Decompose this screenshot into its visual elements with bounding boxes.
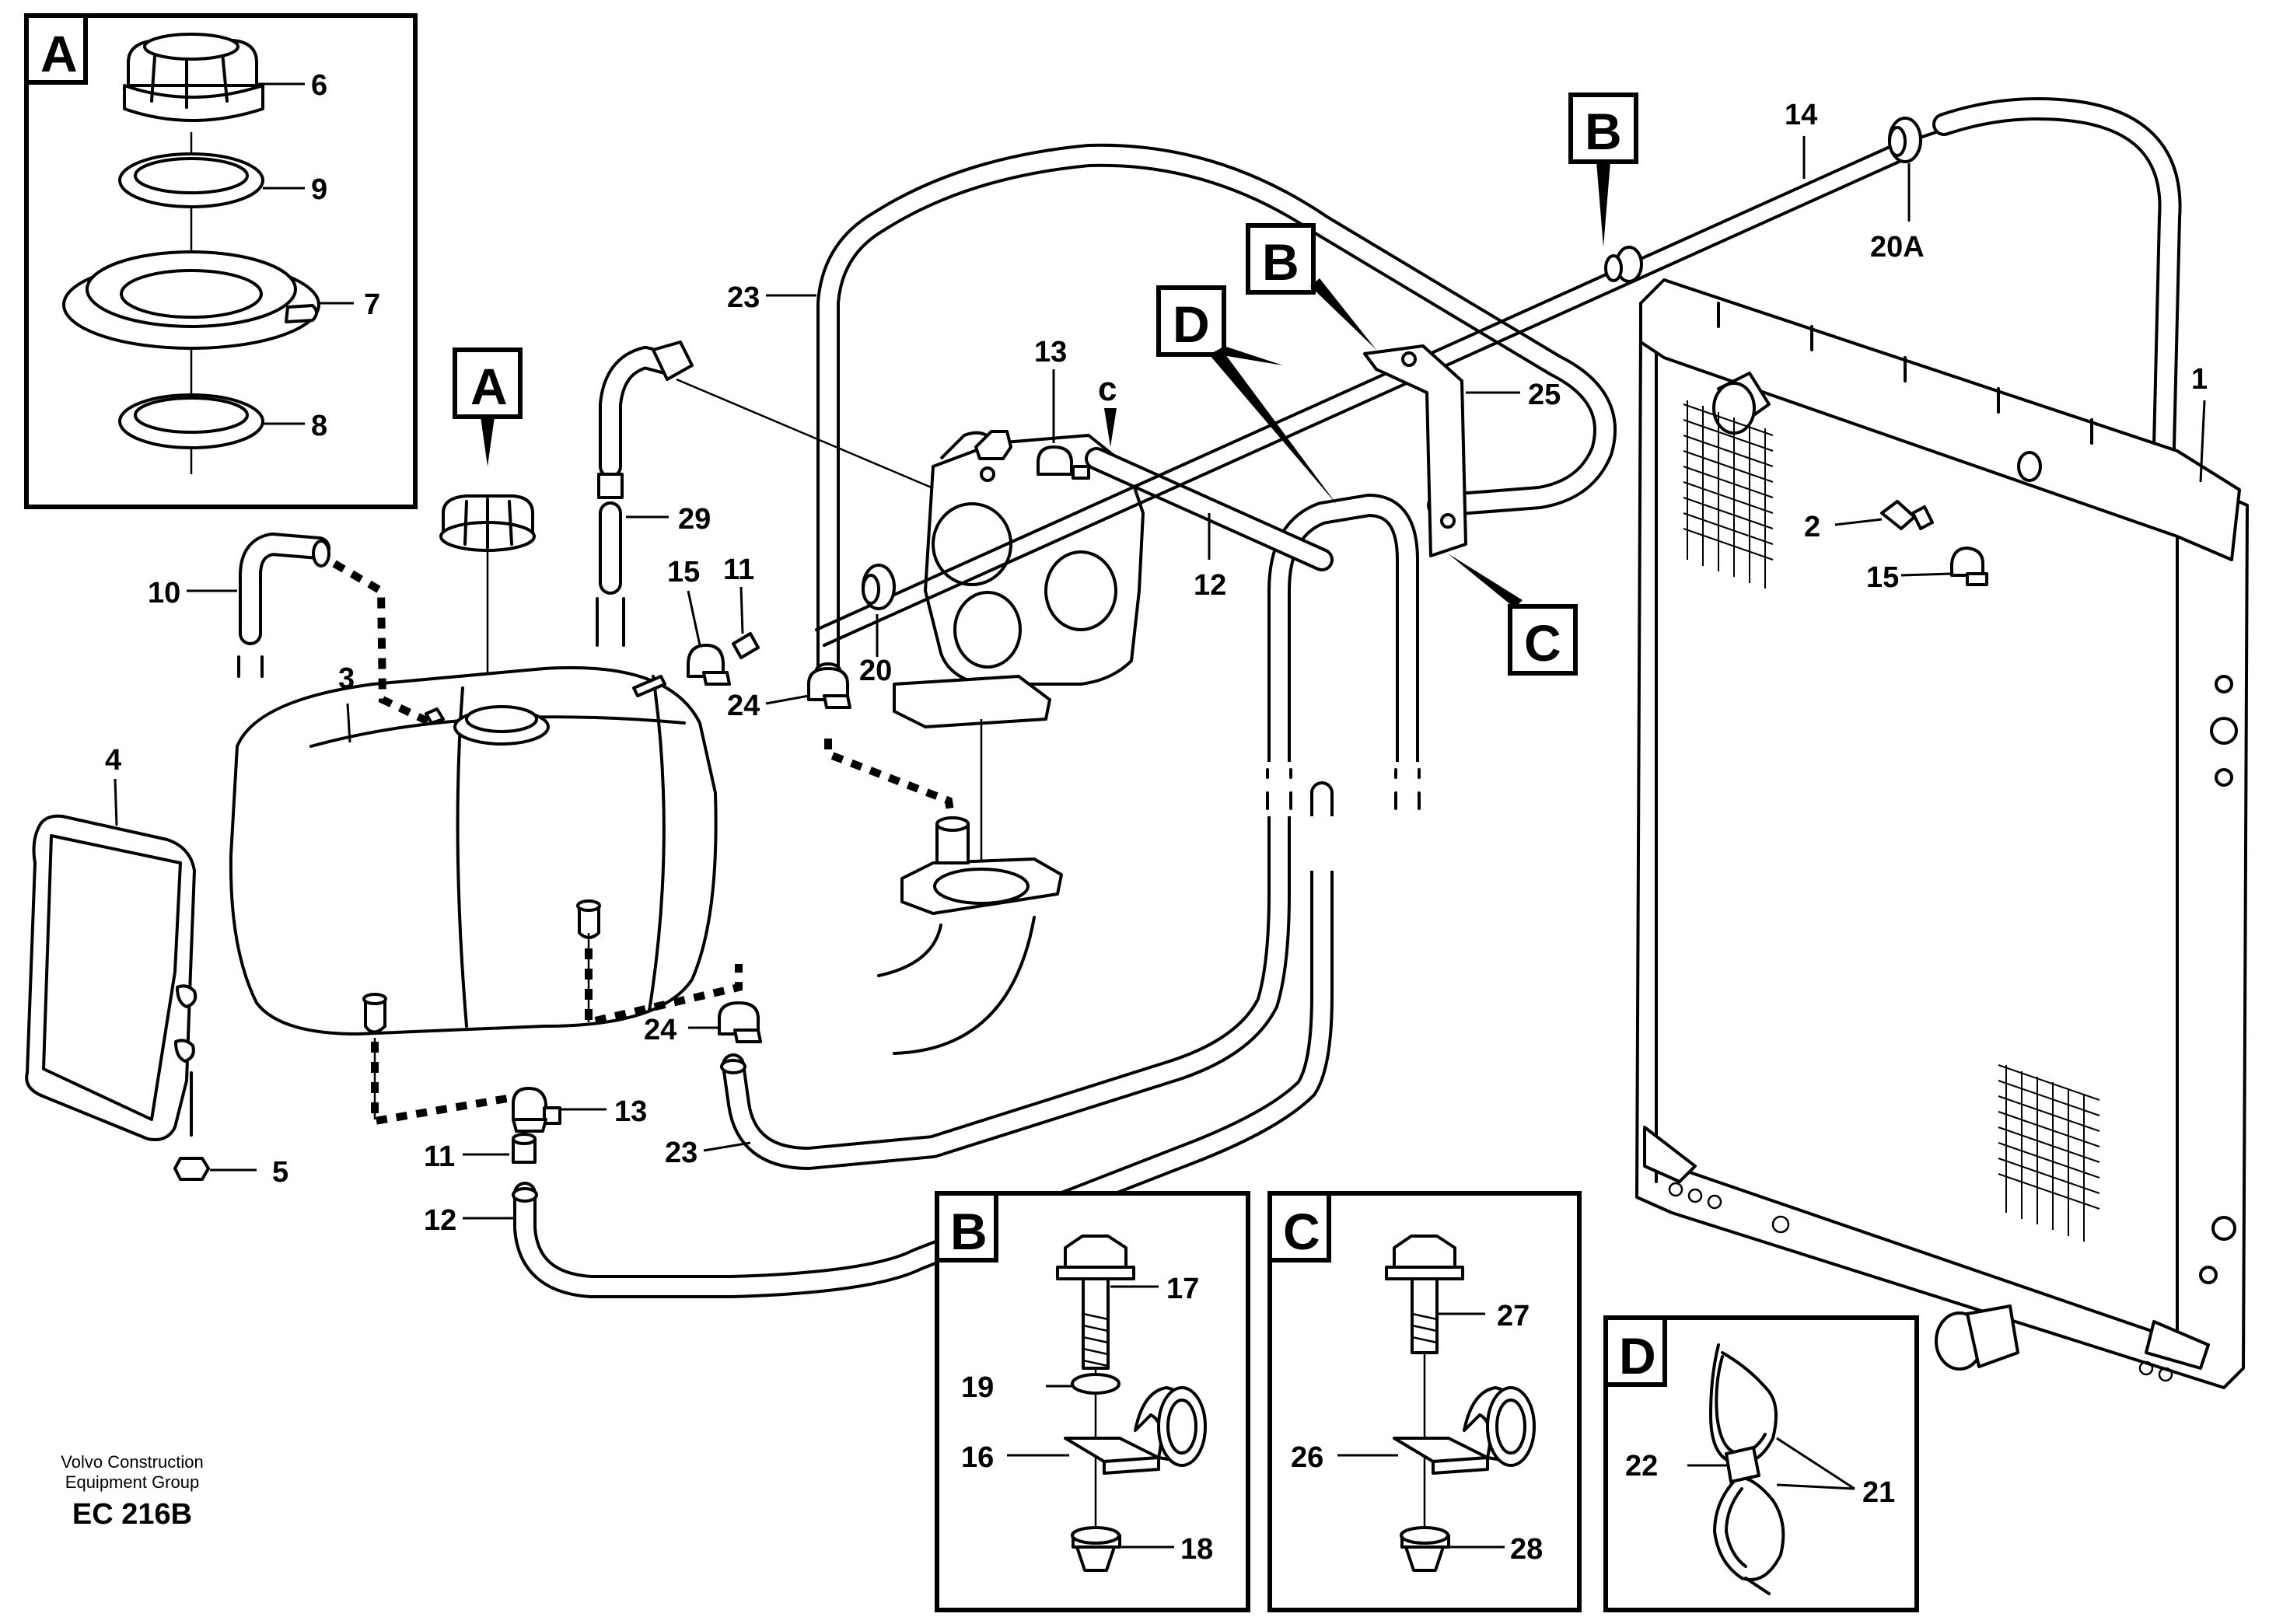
connector-11-mid (732, 632, 760, 659)
bolt-17-icon (1056, 1235, 1135, 1370)
label-part-28: 28 (1510, 1533, 1543, 1566)
svg-text:C: C (1524, 614, 1561, 672)
label-part-24-lower: 24 (644, 1014, 677, 1046)
label-part-29: 29 (678, 503, 711, 536)
detail-b-label: B (950, 1203, 988, 1260)
detail-c-inset: C 27 26 28 (1267, 1191, 1582, 1612)
diagram-code: EC 216B (72, 1498, 192, 1531)
label-part-22: 22 (1625, 1450, 1658, 1483)
hose-12-lower (512, 781, 1334, 1298)
grommet-b (1604, 246, 1643, 283)
hose-29 (596, 341, 694, 647)
company-line-1: Volvo Construction (61, 1452, 203, 1472)
label-part-6: 6 (311, 69, 327, 102)
nut-28-icon (1400, 1526, 1450, 1572)
label-part-16: 16 (961, 1441, 994, 1474)
label-part-21: 21 (1862, 1476, 1895, 1509)
label-part-20: 20 (859, 655, 892, 687)
label-part-3: 3 (338, 662, 355, 695)
label-part-10: 10 (148, 577, 180, 609)
svg-text:B: B (1585, 103, 1622, 160)
detail-d-inset: D 22 21 (1603, 1315, 1919, 1612)
filler-cap-icon (123, 33, 264, 122)
label-part-23-lower: 23 (665, 1137, 697, 1169)
radiator (1635, 278, 2249, 1389)
label-part-14: 14 (1785, 99, 1817, 131)
svg-text:D: D (1173, 295, 1210, 353)
tank-cap-icon (439, 494, 536, 552)
svg-text:c: c (1098, 370, 1117, 408)
reference-b-marker-2: B (1246, 223, 1376, 350)
clamp-15-mid (687, 644, 731, 686)
label-part-1: 1 (2191, 363, 2208, 396)
label-part-25: 25 (1528, 379, 1561, 411)
detail-a-inset: A 6 9 7 8 (24, 13, 418, 509)
label-part-2: 2 (1804, 511, 1820, 543)
label-part-23-upper: 23 (727, 281, 760, 314)
footer: Volvo Construction Equipment Group EC 21… (61, 1452, 203, 1531)
fitting-13-upper (974, 430, 1090, 480)
reference-a-letter: A (470, 358, 508, 415)
company-line-2: Equipment Group (65, 1472, 199, 1492)
label-part-13-upper: 13 (1034, 336, 1067, 368)
washer-19-icon (1071, 1373, 1121, 1395)
nut-18-icon (1071, 1526, 1121, 1572)
reference-a-marker: A (439, 348, 536, 723)
label-part-13-lower: 13 (614, 1095, 647, 1128)
outlet-flange (900, 816, 1063, 915)
clamp-16-icon (1064, 1386, 1207, 1475)
label-part-9: 9 (311, 173, 327, 206)
reference-c-marker: C (1448, 554, 1578, 676)
engine-housing (893, 431, 1145, 728)
radiator-core-mesh-top (1683, 400, 1774, 588)
label-part-11-mid: 11 (723, 554, 754, 586)
clamp-24-upper (807, 667, 851, 709)
detail-c-label: C (1283, 1203, 1320, 1260)
label-part-12-upper: 12 (1194, 569, 1226, 602)
grommet-20a (1888, 117, 1922, 163)
fitting-2 (1880, 500, 1934, 530)
grommet-20 (862, 564, 896, 610)
label-part-27: 27 (1497, 1300, 1530, 1332)
part-labels: 1 2 15 20A 14 25 12 13 23 29 15 11 (105, 99, 2208, 1237)
label-part-18: 18 (1180, 1533, 1213, 1566)
tank-strap (25, 814, 210, 1181)
bolt-27-icon (1385, 1235, 1464, 1354)
label-part-8: 8 (311, 410, 327, 442)
radiator-core-mesh-bottom (1998, 1064, 2100, 1242)
label-part-20A: 20A (1870, 231, 1925, 264)
label-part-15-right: 15 (1866, 561, 1899, 594)
label-part-15-mid: 15 (667, 556, 700, 588)
hose-10 (237, 533, 434, 727)
connector-11-lower (512, 1133, 537, 1164)
bracket-25 (1363, 344, 1467, 557)
detail-b-inset: B 17 19 16 18 (935, 1191, 1250, 1612)
label-part-26: 26 (1291, 1441, 1323, 1474)
label-part-11-lower: 11 (424, 1140, 455, 1173)
label-part-24-upper: 24 (727, 690, 760, 722)
pipe-12-upper (1085, 447, 1334, 571)
expansion-tank (229, 665, 718, 1036)
label-part-5: 5 (272, 1156, 288, 1189)
clamp-24-lower (718, 1001, 762, 1043)
hose-23-lower (720, 494, 1419, 1170)
svg-text:B: B (1262, 233, 1299, 291)
reference-c-lower-marker: c (1098, 370, 1117, 447)
cable-tie-icon (1709, 1343, 1785, 1595)
label-part-19: 19 (961, 1371, 994, 1404)
reference-d-marker: D (1156, 285, 1337, 505)
label-part-7: 7 (364, 288, 380, 321)
detail-a-label: A (40, 25, 78, 82)
clamp-13-lower (512, 1087, 561, 1133)
clamp-26-icon (1393, 1386, 1536, 1475)
clamp-15-right (1950, 547, 1988, 586)
label-part-4: 4 (105, 744, 121, 777)
detail-d-label: D (1619, 1327, 1656, 1385)
label-part-12-lower: 12 (424, 1204, 456, 1237)
label-part-17: 17 (1166, 1273, 1199, 1305)
reference-b-marker-1: B (1568, 93, 1638, 247)
